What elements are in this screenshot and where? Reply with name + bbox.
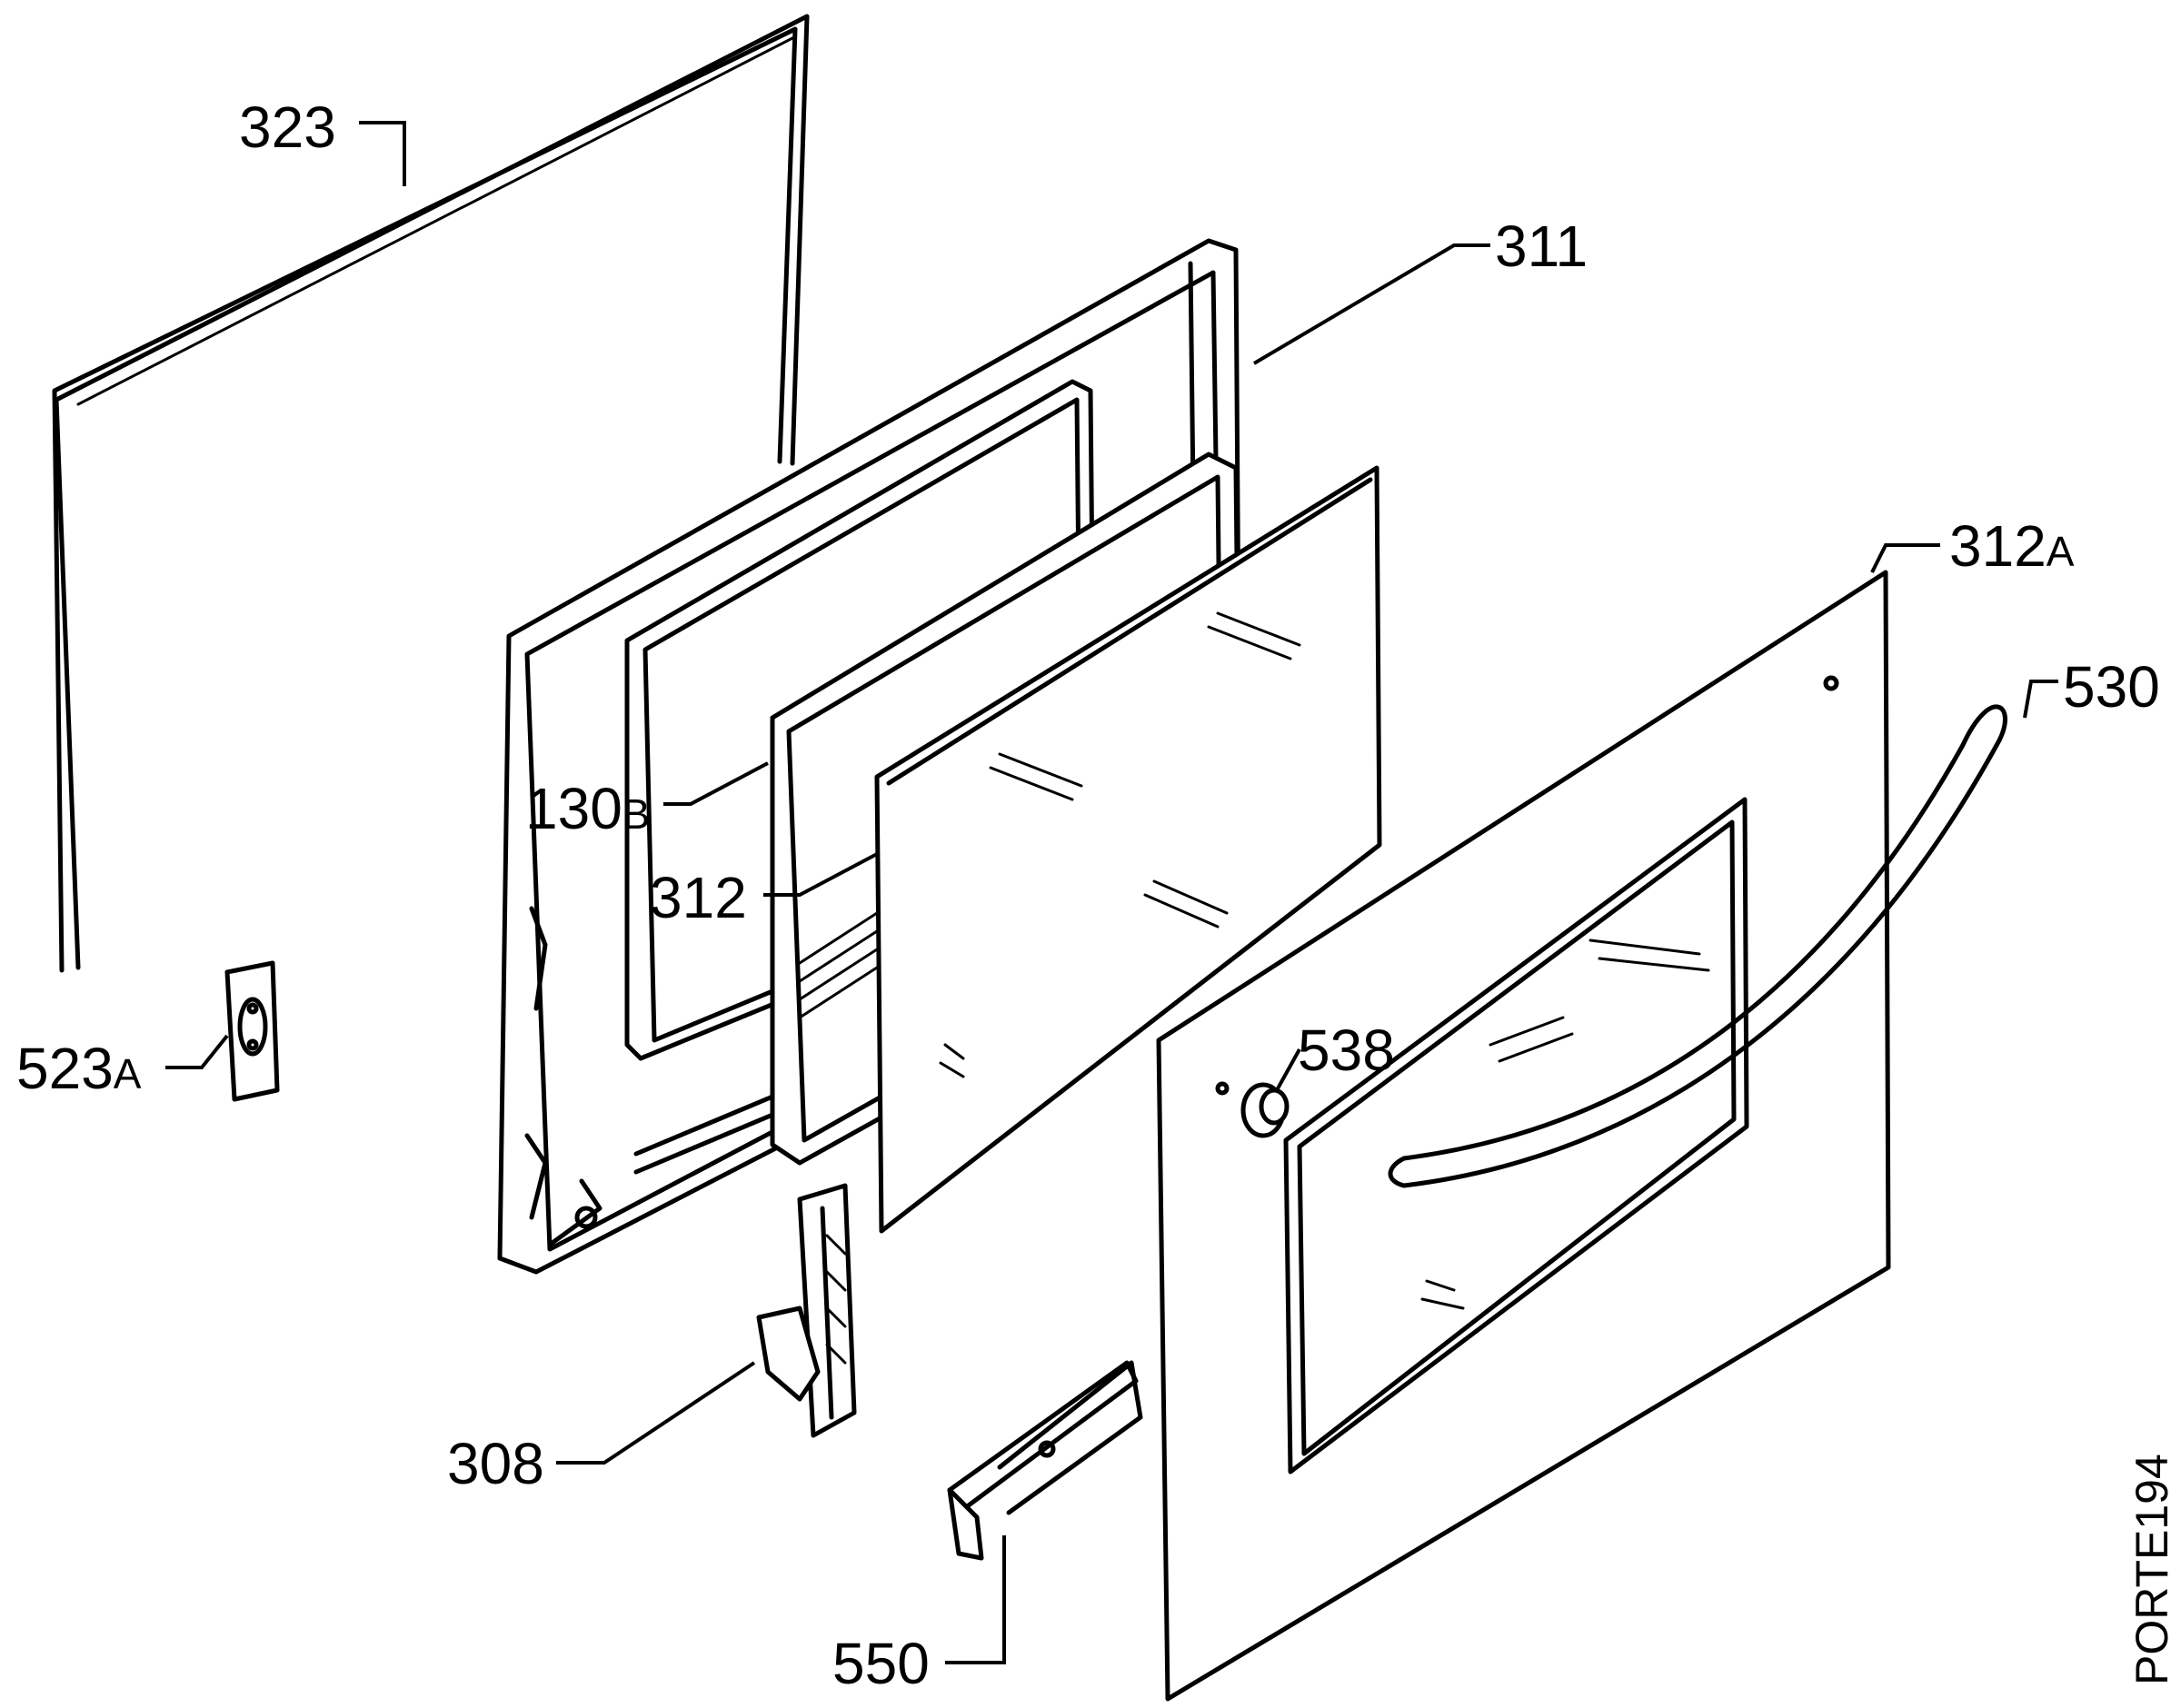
latch-plate-523a — [224, 960, 280, 1102]
callout-308: 308 — [447, 1431, 544, 1496]
hinge-308 — [756, 1183, 857, 1438]
outer-glass-panel-312a — [1156, 570, 1891, 1702]
leader-130b — [663, 761, 769, 806]
reference-code: PORTE194 — [2126, 1454, 2177, 1685]
leader-523a — [165, 1034, 229, 1069]
callout-312: 312 — [650, 865, 747, 930]
door-handle-530 — [1388, 704, 2007, 1188]
door-gasket-323 — [52, 14, 810, 973]
leader-308 — [556, 1361, 756, 1465]
callout-130b: 130B — [525, 776, 650, 841]
callout-538: 538 — [1298, 1018, 1395, 1083]
leader-530 — [2023, 680, 2058, 719]
callout-550: 550 — [832, 1631, 930, 1696]
bottom-trim-550 — [947, 1360, 1143, 1561]
leader-311 — [1252, 243, 1490, 365]
leader-538 — [1275, 1048, 1301, 1091]
callout-530: 530 — [2063, 654, 2160, 720]
bushing-538 — [1240, 1082, 1290, 1138]
leader-550 — [945, 1535, 1006, 1664]
leader-312a — [1870, 543, 1940, 573]
inner-glass-312 — [874, 465, 1382, 1234]
leader-312 — [763, 852, 878, 897]
callout-312a: 312A — [1949, 513, 2075, 579]
leader-323 — [359, 121, 406, 186]
callout-523a: 523A — [16, 1036, 142, 1101]
callout-323: 323 — [239, 94, 336, 160]
callout-311: 311 — [1495, 214, 1588, 279]
